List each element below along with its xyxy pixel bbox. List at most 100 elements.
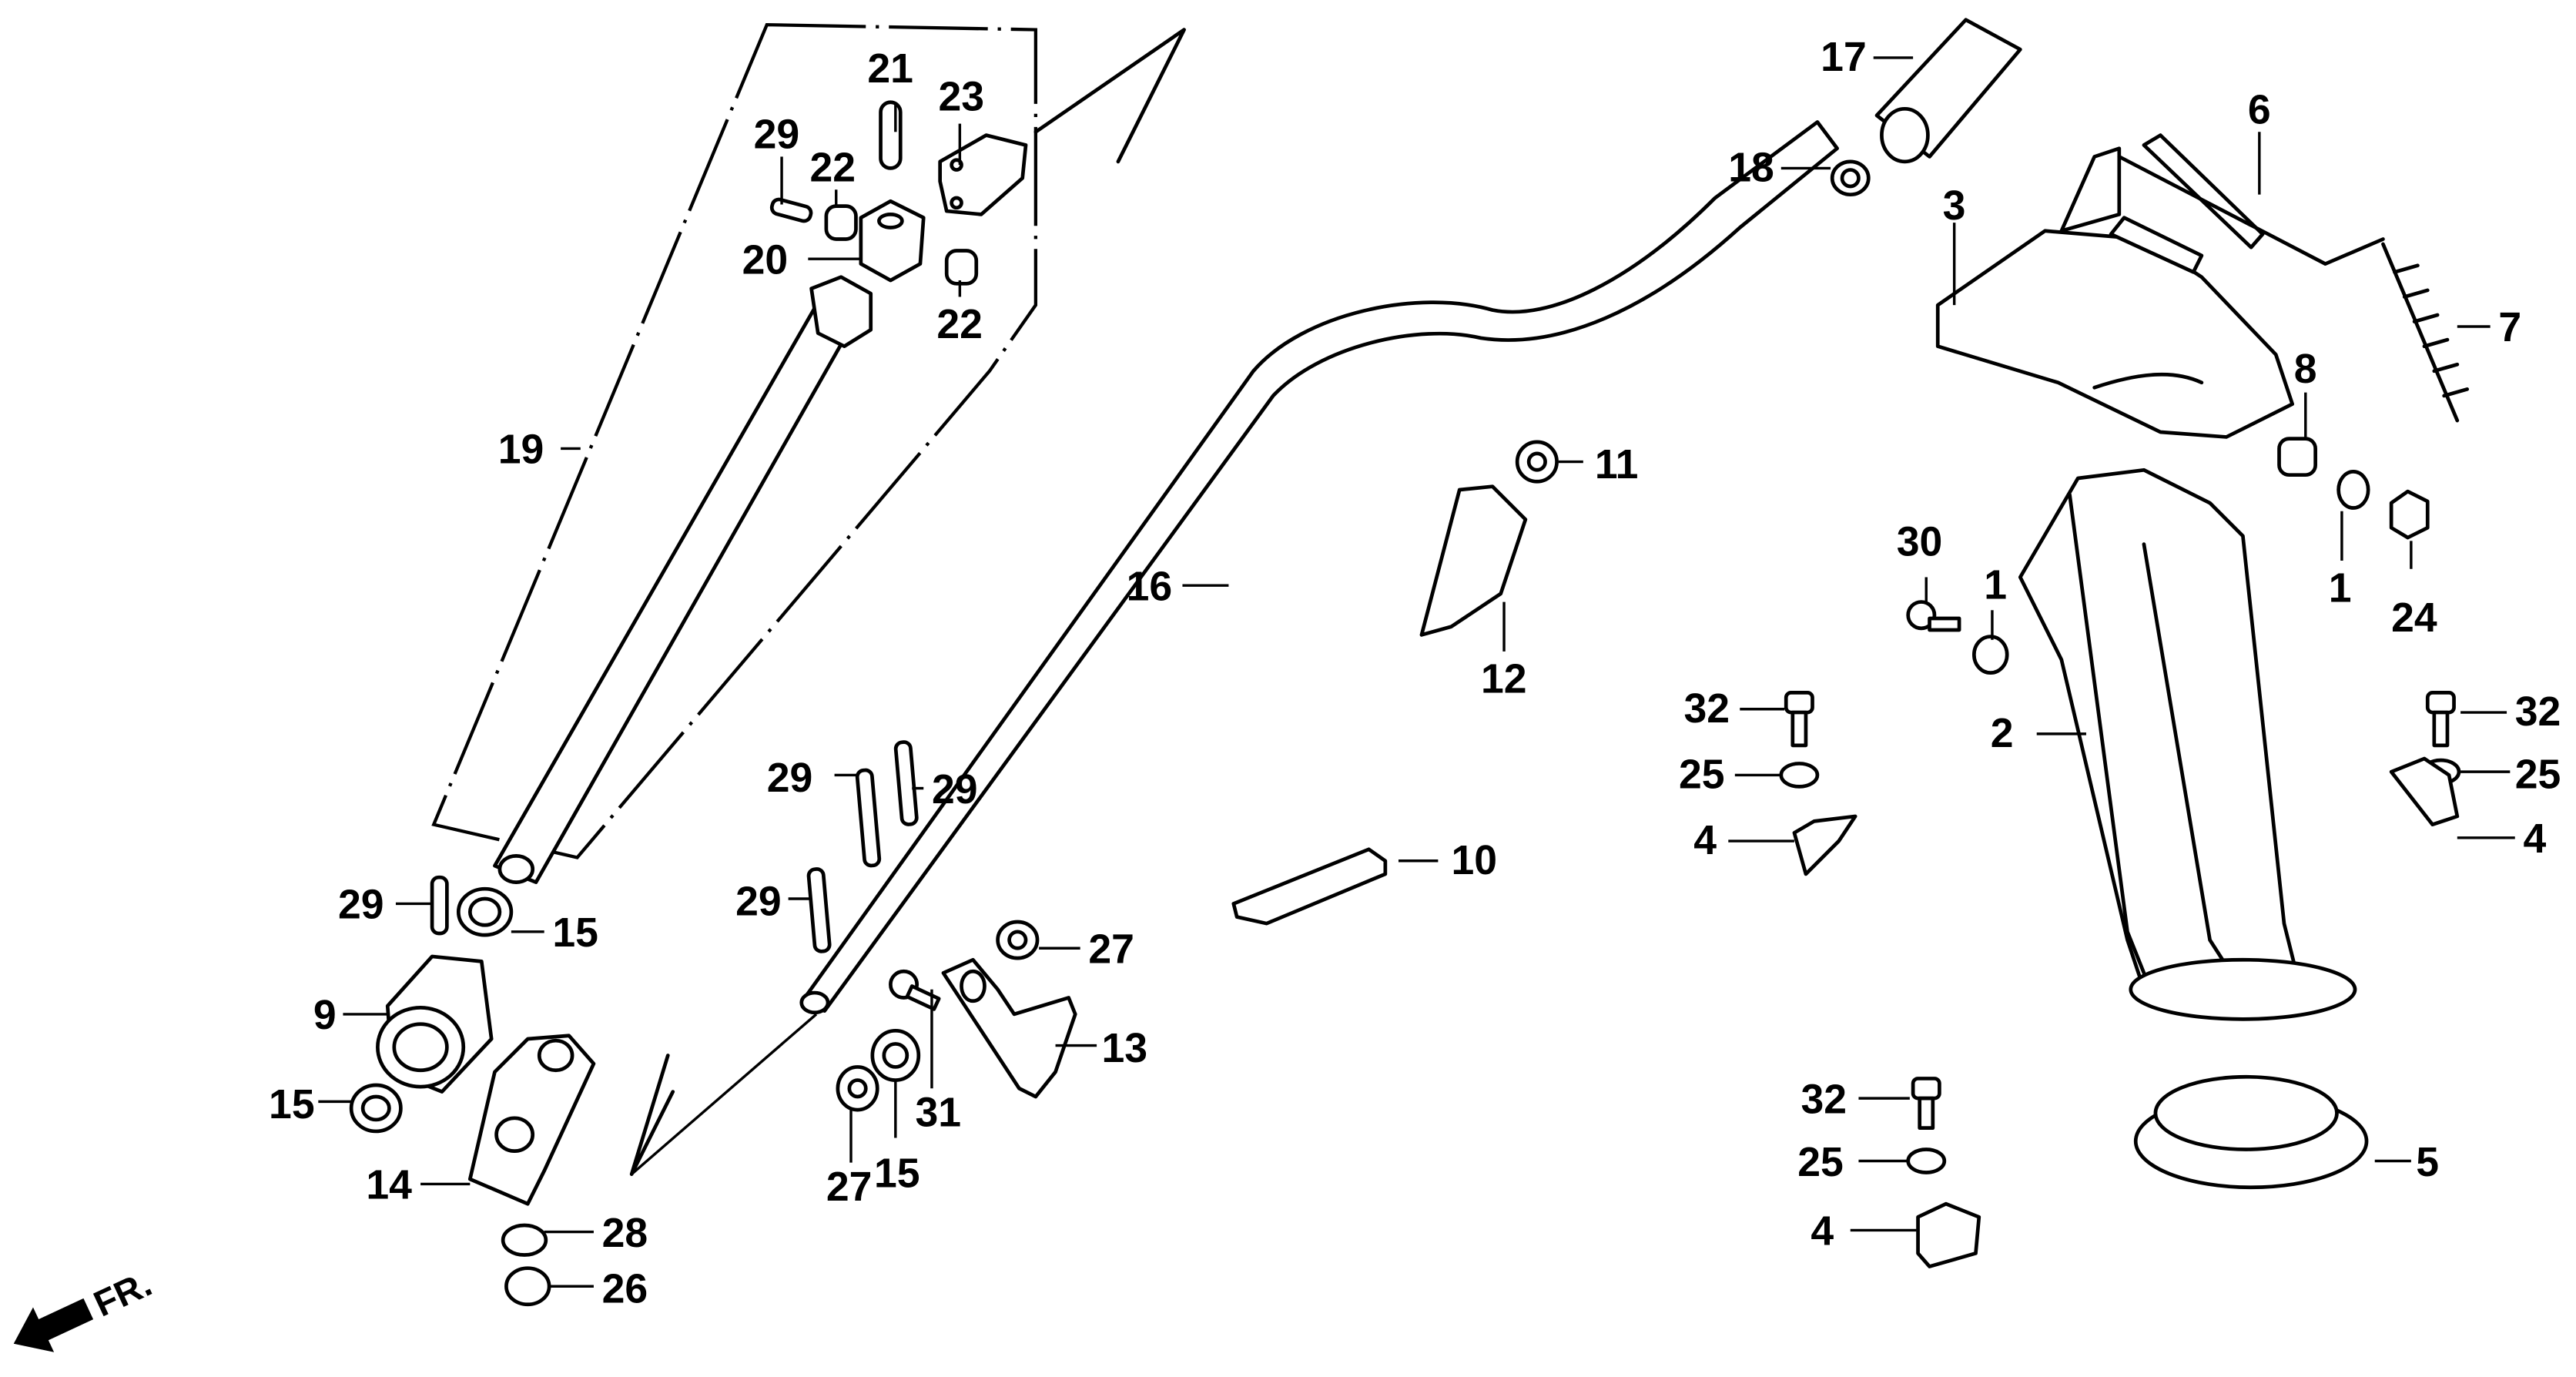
part-4-clamp-a[interactable]	[1792, 814, 1857, 876]
part-4-clamp-c[interactable]	[1916, 1201, 1981, 1268]
callout-29d: 29	[767, 756, 813, 801]
callout-20: 20	[742, 237, 789, 283]
callout-14: 14	[366, 1163, 412, 1208]
callout-23: 23	[939, 74, 985, 119]
callout-27a: 27	[826, 1164, 873, 1210]
callout-30: 30	[1897, 520, 1943, 565]
callout-4c: 4	[1811, 1209, 1834, 1255]
part-24-nut[interactable]	[2389, 489, 2430, 540]
part-29-pin-d[interactable]	[893, 740, 919, 826]
leader-lines	[318, 56, 2515, 1288]
part-29-pin-top[interactable]	[769, 197, 813, 223]
callout-7: 7	[2498, 305, 2521, 350]
callout-27b: 27	[1088, 927, 1134, 973]
assembly-boundary	[431, 22, 1037, 859]
callout-29b: 29	[338, 883, 384, 928]
part-1-washer-b[interactable]	[1972, 635, 2009, 675]
link-wire	[2117, 155, 2385, 266]
part-15-bushing-a[interactable]	[456, 886, 514, 937]
callout-15a: 15	[552, 910, 598, 956]
callout-4a: 4	[1693, 818, 1717, 863]
part-4-clamp-b[interactable]	[2389, 756, 2460, 827]
callout-22b: 22	[936, 302, 983, 347]
part-12-bracket[interactable]	[1419, 484, 1528, 637]
part-32-bolt-a[interactable]	[1784, 690, 1814, 748]
part-5-collar[interactable]	[2133, 1074, 2369, 1190]
part-7-spring[interactable]	[2381, 242, 2470, 423]
callout-1b: 1	[2329, 566, 2352, 611]
callout-29e: 29	[932, 767, 978, 812]
part-23-clevis[interactable]	[938, 133, 1028, 216]
callout-3: 3	[1943, 183, 1966, 229]
callout-17: 17	[1821, 35, 1867, 80]
callout-8: 8	[2294, 347, 2317, 392]
reference-arrow-top	[1033, 28, 1186, 164]
part-22-bushing-a[interactable]	[824, 204, 858, 241]
part-30-bolt[interactable]	[1906, 600, 1961, 632]
part-28-washer[interactable]	[501, 1223, 548, 1257]
callout-1a: 1	[1984, 562, 2007, 608]
part-18-bushing[interactable]	[1830, 159, 1871, 197]
callout-18: 18	[1728, 146, 1774, 191]
part-16-shaft[interactable]	[799, 120, 1839, 1015]
callout-32c: 32	[1801, 1077, 1847, 1122]
part-25-washer-c[interactable]	[1906, 1148, 1947, 1174]
callout-2: 2	[1991, 711, 2014, 756]
callout-22a: 22	[809, 146, 856, 191]
part-20-block[interactable]	[859, 199, 926, 283]
part-10-plate[interactable]	[1231, 847, 1388, 926]
callout-21: 21	[867, 46, 913, 92]
callout-29a: 29	[754, 112, 800, 158]
part-3-deflector[interactable]	[1935, 146, 2295, 439]
reference-line-bottom	[631, 1013, 818, 1175]
part-25-washer-a[interactable]	[1779, 762, 1820, 789]
part-8-collar[interactable]	[2277, 437, 2318, 477]
part-17-grip[interactable]	[1874, 18, 2022, 164]
part-6-link[interactable]	[2142, 133, 2265, 250]
callout-32a: 32	[1683, 686, 1730, 732]
callout-28: 28	[602, 1211, 648, 1256]
part-22-bushing-b[interactable]	[944, 249, 979, 286]
callout-9: 9	[313, 993, 337, 1038]
callout-25a: 25	[1679, 752, 1725, 798]
front-direction-arrow: FR.	[13, 1262, 158, 1352]
part-2-chute[interactable]	[2018, 467, 2357, 1021]
callout-31: 31	[916, 1091, 962, 1136]
callout-15b: 15	[269, 1082, 315, 1127]
callout-24: 24	[2391, 595, 2437, 641]
part-13-bracket[interactable]	[941, 957, 1077, 1099]
part-29-pin-c[interactable]	[855, 768, 882, 868]
part-29-pin-left[interactable]	[430, 875, 449, 936]
part-15-bushing-c[interactable]	[870, 1028, 921, 1082]
callout-16: 16	[1127, 564, 1173, 609]
part-32-bolt-b[interactable]	[2425, 690, 2456, 748]
callout-6: 6	[2248, 88, 2271, 133]
part-1-washer-a[interactable]	[2336, 470, 2370, 510]
part-32-bolt-c[interactable]	[1911, 1077, 1941, 1131]
callout-25b: 25	[2515, 752, 2561, 798]
callout-11: 11	[1595, 442, 1639, 487]
front-direction-label: FR.	[88, 1262, 158, 1324]
part-19-rod[interactable]	[493, 275, 873, 884]
part-27-washer-b[interactable]	[996, 920, 1040, 960]
callout-15c: 15	[874, 1151, 920, 1197]
callout-32b: 32	[2515, 689, 2561, 735]
part-29-pin-b[interactable]	[806, 867, 832, 953]
callout-10: 10	[1452, 838, 1498, 883]
part-21-pin[interactable]	[879, 100, 903, 170]
part-9-pulley[interactable]	[376, 954, 494, 1094]
part-14-arm[interactable]	[467, 1034, 596, 1206]
part-15-bushing-b[interactable]	[349, 1083, 403, 1134]
callout-5: 5	[2416, 1140, 2439, 1185]
callout-25c: 25	[1797, 1140, 1844, 1185]
callout-4b: 4	[2523, 816, 2546, 862]
callout-19: 19	[498, 427, 544, 473]
part-27-washer-a[interactable]	[836, 1065, 879, 1112]
part-26-nut[interactable]	[504, 1266, 551, 1307]
callout-29c: 29	[735, 879, 782, 924]
callout-13: 13	[1102, 1026, 1148, 1071]
callout-26: 26	[602, 1267, 648, 1312]
part-11-clip[interactable]	[1515, 440, 1559, 484]
callout-12: 12	[1481, 656, 1527, 702]
